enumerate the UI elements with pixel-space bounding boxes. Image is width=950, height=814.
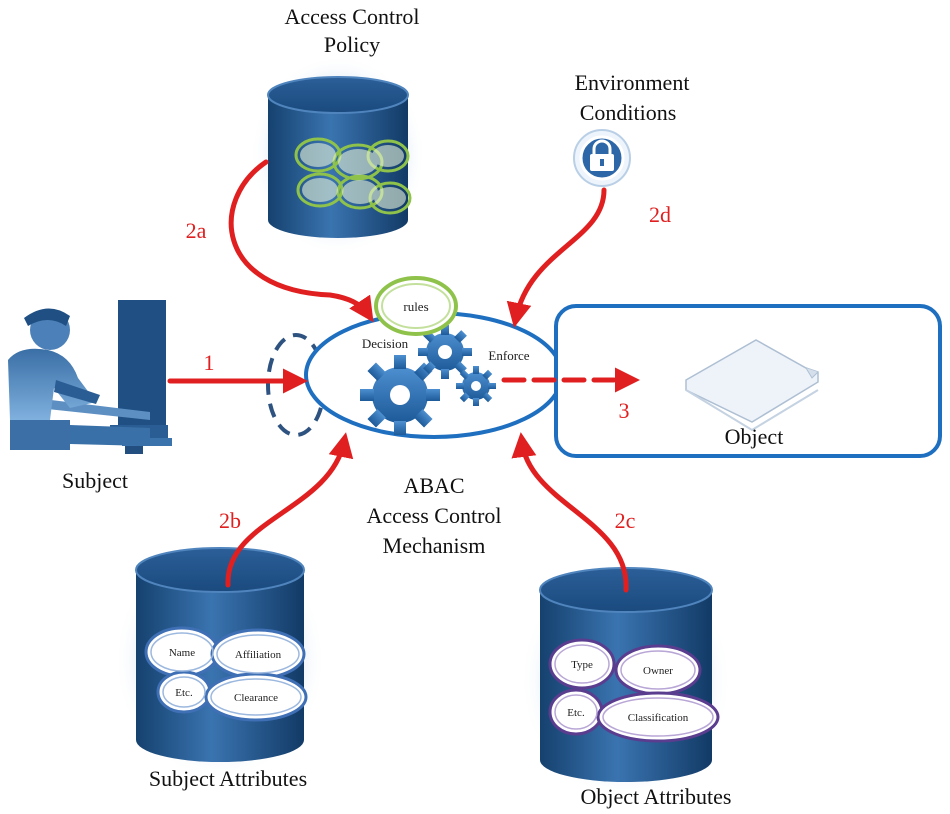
subject-attributes-label: Subject Attributes (149, 766, 307, 791)
object-attr-rings (548, 638, 720, 743)
flow-arrows (167, 159, 640, 593)
env-title-line1: Environment (575, 70, 690, 95)
decision-label: Decision (362, 336, 409, 351)
subject-db-top (135, 547, 305, 593)
gears-icon (360, 325, 496, 435)
step-2a-label: 2a (186, 218, 207, 243)
step-3-label: 3 (619, 398, 630, 423)
policy-db-body (268, 95, 408, 238)
abac-title-line2: Access Control (366, 503, 501, 528)
object-attr-etc: Etc. (567, 707, 585, 719)
lock-icon (573, 129, 631, 187)
rules-bubble-inner (381, 283, 451, 329)
step-2d-label: 2d (649, 202, 671, 227)
object-attributes-label: Object Attributes (581, 784, 732, 809)
enforce-label: Enforce (488, 348, 529, 363)
subject-attr-affiliation: Affiliation (235, 649, 282, 661)
object-attr-classification: Classification (628, 712, 689, 724)
rules-bubble (374, 276, 458, 336)
subject-attr-name: Name (169, 647, 195, 659)
arrow-step-2d (506, 187, 607, 328)
object-attr-owner: Owner (643, 665, 673, 677)
abac-title-line3: Mechanism (383, 533, 486, 558)
subject-attr-etc: Etc. (175, 687, 193, 699)
document-icon (685, 339, 819, 432)
abac-title-line1: ABAC (403, 473, 464, 498)
step-2c-label: 2c (615, 508, 636, 533)
arrow-step-2b (225, 432, 354, 588)
arrow-step-2c (511, 432, 629, 593)
subject-attributes-database (114, 540, 326, 780)
monitor-shape (118, 300, 166, 430)
policy-title-line1: Access Control (284, 4, 419, 29)
policy-title-line2: Policy (324, 32, 380, 57)
object-attributes-database (520, 560, 732, 800)
arrow-step-2a (228, 159, 374, 323)
rules-label: rules (403, 299, 428, 314)
subject-person-icon (8, 300, 172, 454)
policy-rule-fill (300, 143, 406, 209)
subject-label: Subject (62, 468, 128, 493)
subject-attr-rings (144, 626, 308, 722)
env-title-line2: Conditions (580, 100, 677, 125)
object-attr-type: Type (571, 659, 593, 671)
subject-attr-clearance: Clearance (234, 692, 278, 704)
object-label: Object (725, 424, 784, 449)
step-1-label: 1 (204, 350, 215, 375)
policy-database (250, 55, 426, 255)
step-2b-label: 2b (219, 508, 241, 533)
policy-db-top (267, 76, 409, 114)
